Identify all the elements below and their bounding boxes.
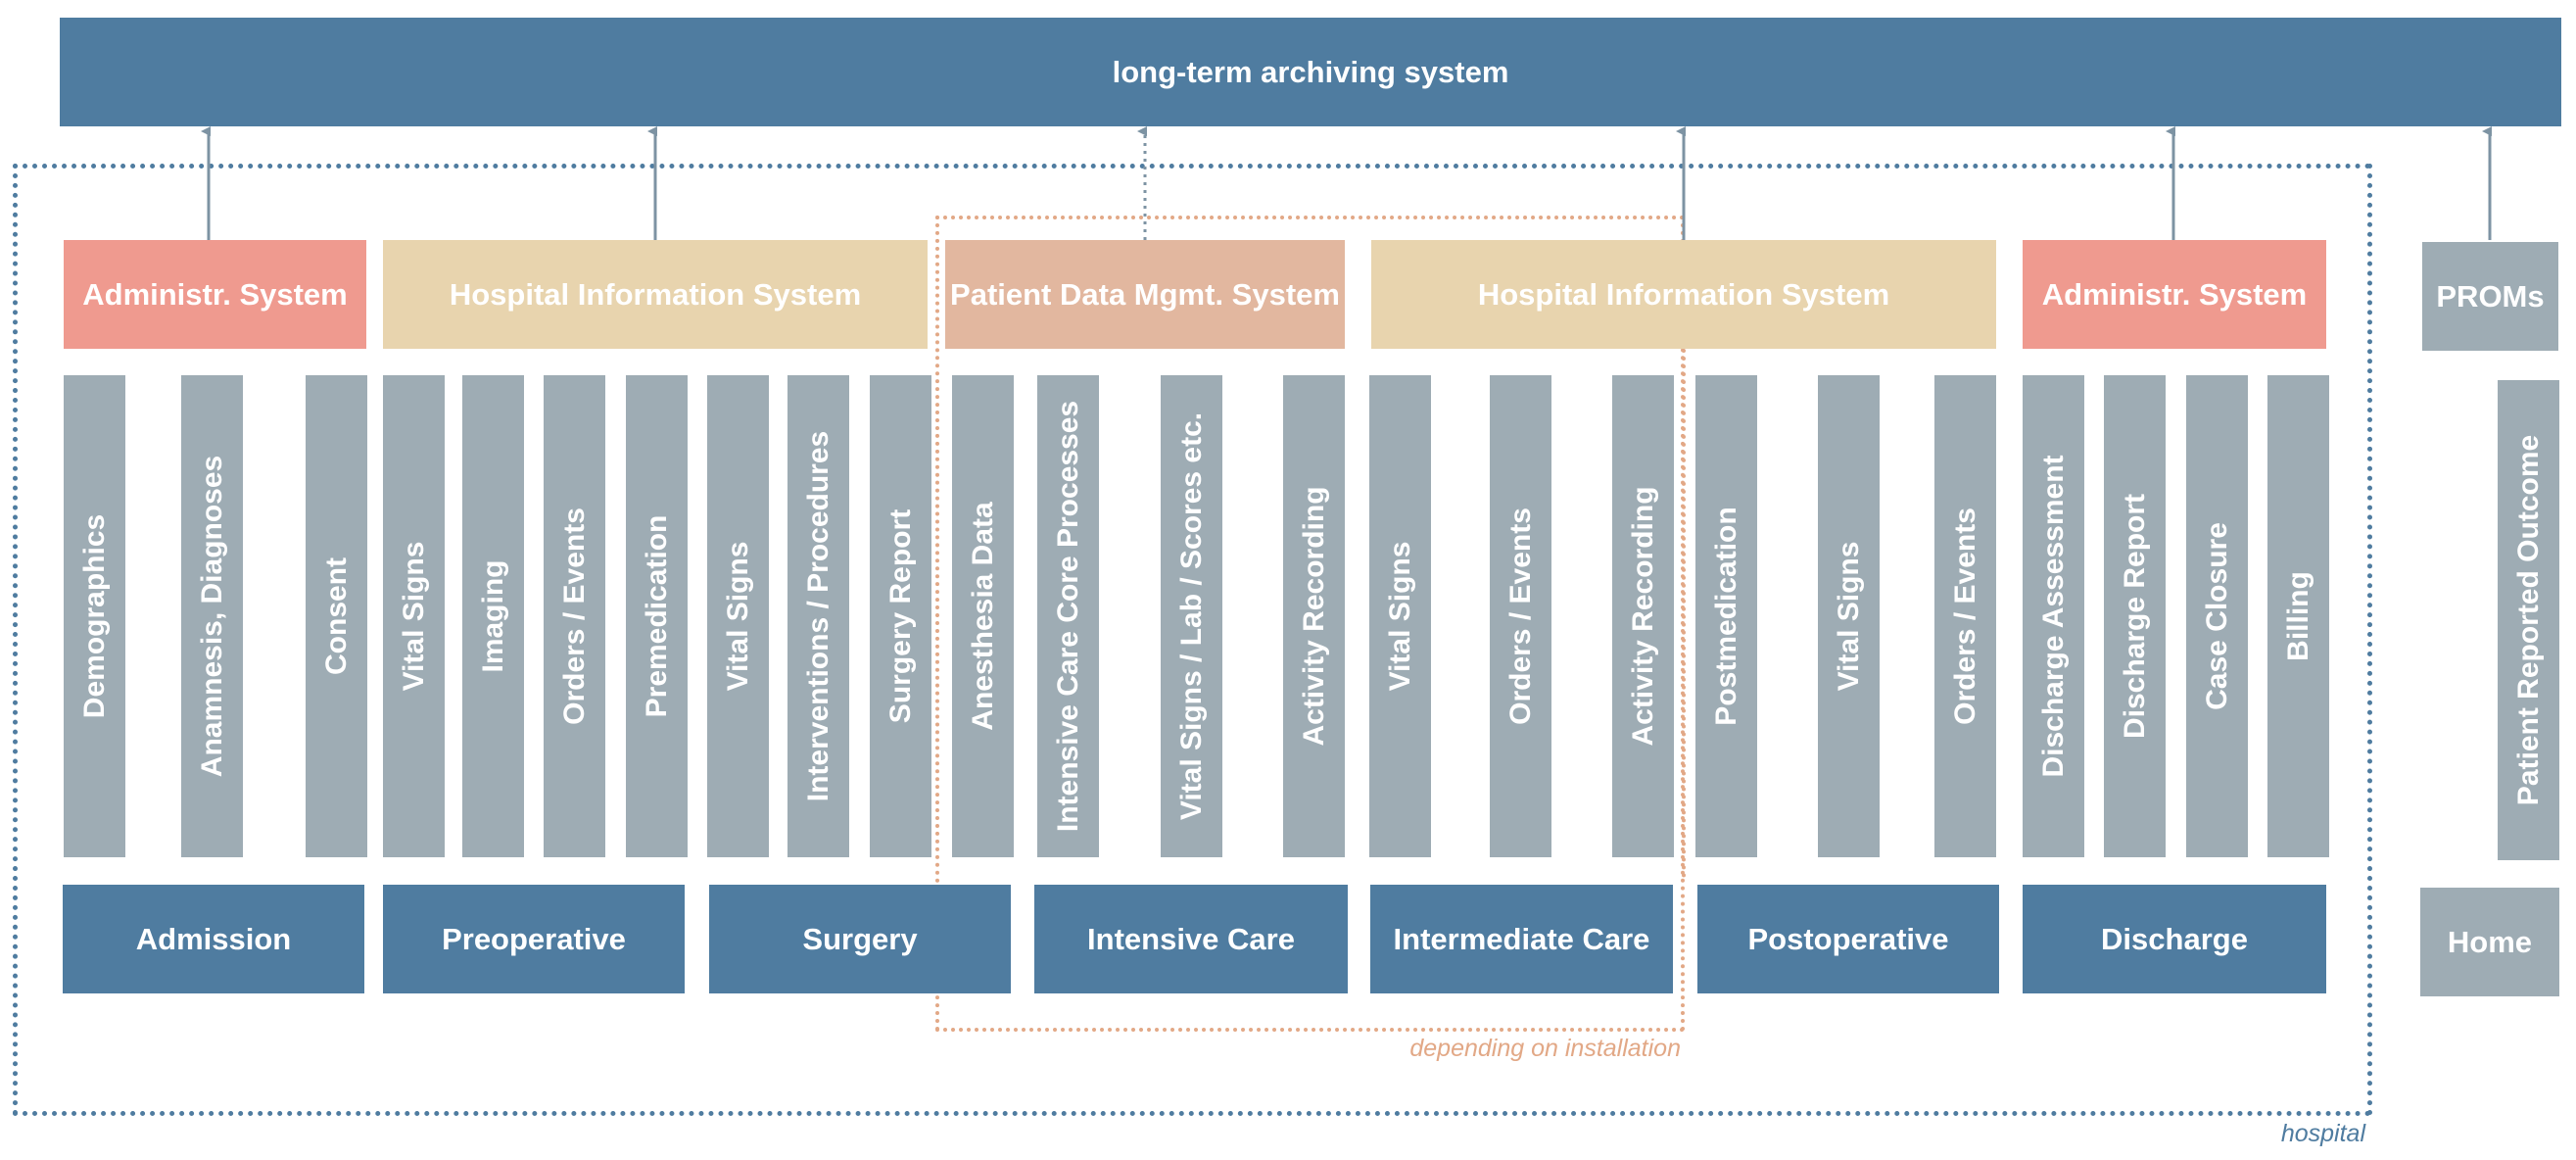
- pdms-label: Patient Data Mgmt. System: [950, 276, 1340, 312]
- data-item-anesthesia-data: Anesthesia Data: [952, 375, 1014, 857]
- data-item-orders-postop: Orders / Events: [1934, 375, 1996, 857]
- data-item-label: Billing: [2281, 571, 2314, 661]
- data-item-label: Intensive Care Core Processes: [1051, 400, 1084, 833]
- admin-system-left: Administr. System: [64, 240, 366, 349]
- his-left-label: Hospital Information System: [449, 276, 862, 312]
- data-item-anamnesis: Anamnesis, Diagnoses: [181, 375, 243, 857]
- data-item-imaging: Imaging: [462, 375, 524, 857]
- data-item-demographics: Demographics: [64, 375, 125, 857]
- data-item-label: Vital Signs: [1832, 541, 1865, 692]
- archive-bar: long-term archiving system: [60, 18, 2561, 126]
- data-item-label: Anamnesis, Diagnoses: [195, 455, 228, 778]
- data-item-label: Orders / Events: [557, 508, 591, 725]
- data-item-label: Postmedication: [1709, 507, 1742, 726]
- phase-label: Admission: [135, 921, 292, 956]
- phase-label: Intermediate Care: [1393, 921, 1650, 956]
- data-item-label: Discharge Report: [2118, 493, 2151, 740]
- data-item-label: Anesthesia Data: [966, 502, 999, 731]
- phase-label: Home: [2447, 924, 2533, 959]
- phase-discharge: Discharge: [2023, 885, 2326, 993]
- data-item-case-closure: Case Closure: [2186, 375, 2248, 857]
- data-item-discharge-assessment: Discharge Assessment: [2023, 375, 2084, 857]
- data-item-interventions: Interventions / Procedures: [787, 375, 849, 857]
- data-item-billing: Billing: [2267, 375, 2329, 857]
- phase-label: Intensive Care: [1087, 921, 1295, 956]
- data-item-label: Consent: [319, 557, 353, 675]
- his-left: Hospital Information System: [383, 240, 928, 349]
- data-item-patient-reported-outcome: Patient Reported Outcome: [2498, 380, 2559, 860]
- data-item-vital-signs-preop: Vital Signs: [383, 375, 445, 857]
- data-item-label: Discharge Assessment: [2036, 455, 2070, 778]
- data-item-label: Vital Signs: [397, 541, 430, 692]
- phase-label: Surgery: [802, 921, 918, 956]
- his-right-label: Hospital Information System: [1477, 276, 1890, 312]
- data-item-consent: Consent: [306, 375, 367, 857]
- data-item-label: Vital Signs: [721, 541, 754, 692]
- phase-label: Preoperative: [442, 921, 626, 956]
- data-item-intensive-core: Intensive Care Core Processes: [1037, 375, 1099, 857]
- data-item-orders-preop: Orders / Events: [544, 375, 605, 857]
- archive-label: long-term archiving system: [1112, 54, 1509, 89]
- phase-intensive-care: Intensive Care: [1034, 885, 1348, 993]
- data-item-label: Orders / Events: [1503, 508, 1537, 725]
- data-item-label: Imaging: [476, 559, 509, 673]
- proms-box: PROMs: [2422, 242, 2558, 351]
- installation-note: depending on installation: [1409, 1035, 1681, 1062]
- data-item-vital-signs-surgery: Vital Signs: [707, 375, 769, 857]
- data-item-label: Surgery Report: [883, 508, 917, 724]
- hospital-label: hospital: [2280, 1120, 2365, 1147]
- data-item-label: Patient Reported Outcome: [2511, 434, 2545, 806]
- admin-system-left-label: Administr. System: [82, 276, 348, 312]
- phase-intermediate-care: Intermediate Care: [1370, 885, 1673, 993]
- data-item-activity-recording-icu: Activity Recording: [1283, 375, 1345, 857]
- data-item-premedication: Premedication: [626, 375, 688, 857]
- his-right: Hospital Information System: [1371, 240, 1996, 349]
- data-item-label: Premedication: [640, 514, 673, 718]
- phase-surgery: Surgery: [709, 885, 1011, 993]
- data-item-label: Vital Signs: [1383, 541, 1416, 692]
- data-item-label: Vital Signs / Lab / Scores etc.: [1174, 411, 1208, 821]
- data-item-vital-signs-imc: Vital Signs: [1369, 375, 1431, 857]
- data-item-orders-imc: Orders / Events: [1490, 375, 1551, 857]
- data-item-postmedication: Postmedication: [1695, 375, 1757, 857]
- pdms: Patient Data Mgmt. System: [945, 240, 1345, 349]
- installation-boundary-divider: [1682, 349, 1686, 878]
- data-item-surgery-report: Surgery Report: [870, 375, 931, 857]
- data-item-vitals-lab-scores: Vital Signs / Lab / Scores etc.: [1161, 375, 1222, 857]
- phase-postoperative: Postoperative: [1697, 885, 1999, 993]
- data-item-label: Orders / Events: [1948, 508, 1981, 725]
- data-item-label: Activity Recording: [1626, 486, 1659, 747]
- phase-label: Postoperative: [1747, 921, 1949, 956]
- data-item-discharge-report: Discharge Report: [2104, 375, 2166, 857]
- phase-preoperative: Preoperative: [383, 885, 685, 993]
- data-item-label: Demographics: [77, 513, 111, 719]
- data-item-label: Case Closure: [2200, 522, 2233, 710]
- proms-label: PROMs: [2436, 278, 2545, 314]
- hospital-boundary: [13, 164, 2372, 1116]
- data-item-label: Activity Recording: [1297, 486, 1330, 747]
- phase-admission: Admission: [63, 885, 364, 993]
- admin-system-right-label: Administr. System: [2041, 276, 2308, 312]
- data-item-label: Interventions / Procedures: [801, 430, 835, 802]
- data-item-vital-signs-postop: Vital Signs: [1818, 375, 1880, 857]
- phase-home: Home: [2420, 888, 2559, 996]
- admin-system-right: Administr. System: [2023, 240, 2326, 349]
- phase-label: Discharge: [2101, 921, 2248, 956]
- data-item-activity-recording-imc: Activity Recording: [1612, 375, 1674, 857]
